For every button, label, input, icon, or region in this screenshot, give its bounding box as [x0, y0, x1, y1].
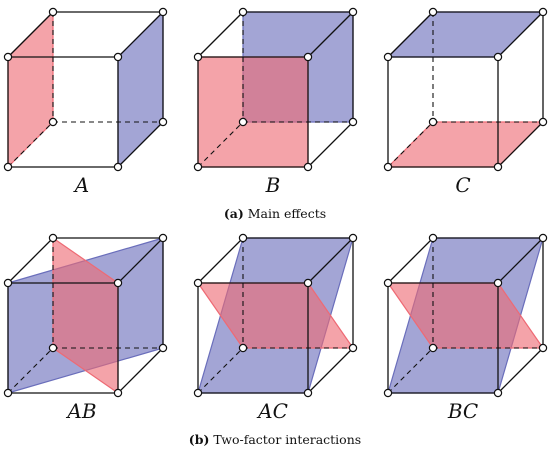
caption-b-text: Two-factor interactions — [209, 432, 361, 447]
cube-ac-vertex-btl — [238, 233, 248, 243]
cube-ac-vertex-fbl — [193, 388, 203, 398]
cube-c-edge-8 — [497, 11, 544, 58]
cube-c-edge-7 — [387, 11, 434, 58]
cube-bc-vertex-bbr — [538, 343, 548, 353]
cube-ac-vertex-ftr — [303, 278, 313, 288]
cube-label-ab: AB — [65, 399, 96, 423]
cube-ab-vertex-ftr — [113, 278, 123, 288]
caption-a-letter: (a) — [224, 206, 244, 221]
cube-c-hidden-edge-3 — [387, 121, 434, 168]
cube-b-vertex-bbr — [348, 117, 358, 127]
cube-a-hidden-edge-3 — [7, 121, 54, 168]
cube-b-plane-red-2 — [197, 56, 309, 168]
cube-ac-hidden-edge-3 — [197, 347, 244, 394]
cube-a-vertex-fbl — [3, 162, 13, 172]
cube-c-vertex-fbl — [383, 162, 393, 172]
cube-a-vertex-ftl — [3, 52, 13, 62]
cube-c-vertex-fbr — [493, 162, 503, 172]
cube-ac-vertex-btr — [348, 233, 358, 243]
cube-a-edge-8 — [117, 11, 164, 58]
cube-label-bc: BC — [447, 399, 478, 423]
cube-a — [3, 7, 168, 172]
cube-a-vertex-fbr — [113, 162, 123, 172]
cube-a-edge-7 — [7, 11, 54, 58]
cube-c — [383, 7, 548, 172]
cube-b-edge-7 — [197, 11, 244, 58]
cube-ab-vertex-ftl — [3, 278, 13, 288]
cube-ac-edge-9 — [307, 347, 354, 394]
cube-a-vertex-ftr — [113, 52, 123, 62]
cube-label-a: A — [73, 173, 89, 197]
cube-ac-vertex-bbr — [348, 343, 358, 353]
cube-ac-vertex-ftl — [193, 278, 203, 288]
caption-two-factor: (b) Two-factor interactions — [189, 432, 361, 447]
cube-bc-vertex-fbr — [493, 388, 503, 398]
cube-b-edge-9 — [307, 121, 354, 168]
cube-b-vertex-ftl — [193, 52, 203, 62]
cube-bc-vertex-bbl — [428, 343, 438, 353]
cube-label-ac: AC — [256, 399, 288, 423]
cube-b-vertex-btr — [348, 7, 358, 17]
cubes-layer — [3, 7, 548, 398]
cube-bc-vertex-btl — [428, 233, 438, 243]
cube-label-c: C — [455, 173, 470, 197]
caption-a-text: Main effects — [244, 206, 326, 221]
cube-bc-vertex-ftr — [493, 278, 503, 288]
cube-a-vertex-btr — [158, 7, 168, 17]
cube-ab-vertex-bbl — [48, 343, 58, 353]
cube-bc-vertex-btr — [538, 233, 548, 243]
cube-bc-edge-9 — [497, 347, 544, 394]
caption-main-effects: (a) Main effects — [224, 206, 326, 221]
caption-b-letter: (b) — [189, 432, 210, 447]
cube-b-vertex-btl — [238, 7, 248, 17]
cube-ab-vertex-bbr — [158, 343, 168, 353]
cube-ab-vertex-btr — [158, 233, 168, 243]
cube-a-vertex-bbr — [158, 117, 168, 127]
cube-ab-vertex-fbr — [113, 388, 123, 398]
cube-ab-edge-8 — [117, 237, 164, 284]
cube-b-vertex-ftr — [303, 52, 313, 62]
cube-bc — [383, 233, 548, 398]
cube-ac — [193, 233, 358, 398]
cube-ab-edge-9 — [117, 347, 164, 394]
cube-ab-hidden-edge-3 — [7, 347, 54, 394]
cube-bc-vertex-fbl — [383, 388, 393, 398]
cube-ac-vertex-bbl — [238, 343, 248, 353]
cube-a-vertex-bbl — [48, 117, 58, 127]
cube-ac-vertex-fbr — [303, 388, 313, 398]
cube-c-vertex-ftr — [493, 52, 503, 62]
cube-b-edge-8 — [307, 11, 354, 58]
cube-ac-edge-7 — [197, 237, 244, 284]
cube-c-vertex-ftl — [383, 52, 393, 62]
cube-bc-hidden-edge-3 — [387, 347, 434, 394]
cube-b-vertex-fbr — [303, 162, 313, 172]
cube-b-vertex-bbl — [238, 117, 248, 127]
cube-c-vertex-btr — [538, 7, 548, 17]
cube-c-vertex-bbl — [428, 117, 438, 127]
cube-bc-vertex-ftl — [383, 278, 393, 288]
cube-bc-edge-7 — [387, 237, 434, 284]
cube-c-edge-9 — [497, 121, 544, 168]
cube-ab-edge-7 — [7, 237, 54, 284]
cube-a-vertex-btl — [48, 7, 58, 17]
cube-c-vertex-bbr — [538, 117, 548, 127]
cube-c-vertex-btl — [428, 7, 438, 17]
cube-b-hidden-edge-3 — [197, 121, 244, 168]
cube-bc-edge-8 — [497, 237, 544, 284]
cube-label-b: B — [265, 173, 281, 197]
cube-a-edge-9 — [117, 121, 164, 168]
cube-ab-vertex-fbl — [3, 388, 13, 398]
cube-ab — [3, 233, 168, 398]
cube-ac-edge-8 — [307, 237, 354, 284]
cube-b-vertex-fbl — [193, 162, 203, 172]
cube-b — [193, 7, 358, 172]
cube-ab-vertex-btl — [48, 233, 58, 243]
